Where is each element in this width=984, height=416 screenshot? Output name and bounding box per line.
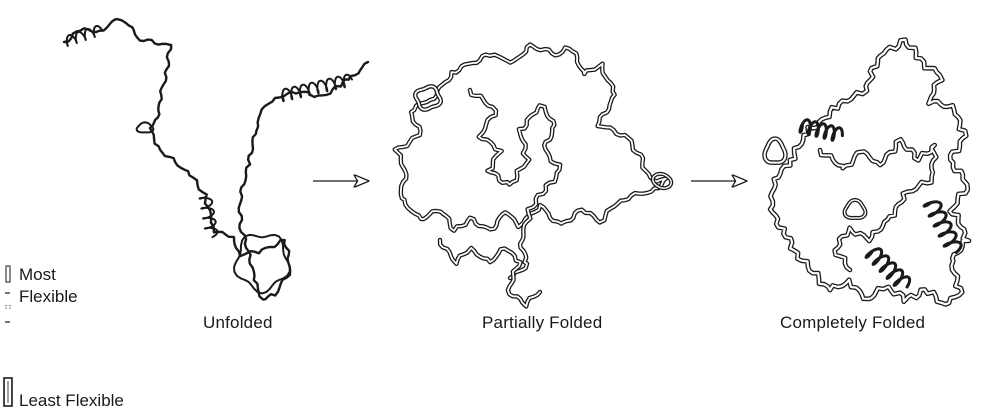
legend-most-label: Most (19, 265, 56, 284)
stage-label-unfolded: Unfolded (203, 313, 273, 332)
unfolded-cterm-helix (281, 73, 353, 103)
unfolded-c-loop (233, 233, 291, 295)
complete-inner-backbone-fill (819, 138, 938, 271)
complete-left-loop-fill (763, 137, 787, 164)
unfolded-protein-structure (62, 17, 370, 301)
stage-label-completely-folded: Completely Folded (780, 313, 926, 332)
unfolded-small-loop (135, 121, 155, 134)
complete-center-loop-fill (843, 199, 867, 219)
complete-helix-c (922, 200, 963, 254)
unfolded-chain (62, 17, 370, 301)
complete-left-loop-outline (762, 136, 788, 165)
partial-inner-strand-fill (469, 89, 561, 279)
partial-backbone-outline (392, 42, 669, 233)
partially-folded-protein-structure (392, 42, 674, 309)
legend-least-flexible-swatch (3, 377, 13, 407)
complete-helix-b (864, 247, 912, 289)
partial-right-tip-loop-fill (652, 173, 672, 189)
legend-flexible-label: Flexible (19, 287, 78, 306)
legend-least-flexible-label: Least Flexible (19, 391, 124, 410)
partial-backbone-fill (393, 43, 668, 232)
partial-lower-loop-fill (439, 239, 541, 308)
unfolded-mid-coil (198, 196, 219, 239)
completely-folded-protein-structure (762, 37, 972, 307)
legend-most-flexible-swatch (5, 265, 11, 323)
complete-helix-a (798, 118, 844, 142)
partial-top-left-loop-fill (414, 85, 442, 111)
stage-label-partially-folded: Partially Folded (482, 313, 603, 332)
complete-outer-backbone-fill (769, 38, 970, 306)
unfolded-nterm-coil (64, 25, 103, 47)
complete-center-loop-outline (842, 197, 868, 220)
